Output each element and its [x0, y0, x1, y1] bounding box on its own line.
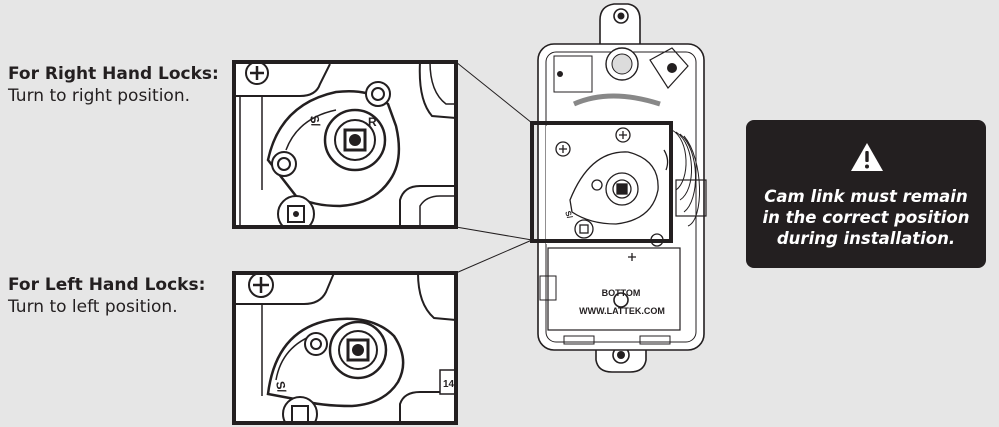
svg-text:S/: S/ [563, 210, 574, 221]
left-hand-inset-frame [232, 271, 458, 425]
left-hand-instruction: For Left Hand Locks: Turn to left positi… [8, 274, 205, 318]
right-hand-title: For Right Hand Locks: [8, 64, 219, 84]
warning-line-1: Cam link must remain [764, 187, 968, 206]
warning-message: Cam link must remain in the correct posi… [746, 186, 986, 249]
left-hand-text: Turn to left position. [8, 297, 178, 317]
website-label: WWW.LATTEK.COM [579, 306, 665, 316]
right-hand-inset-frame [232, 60, 458, 229]
left-hand-title: For Left Hand Locks: [8, 275, 206, 295]
warning-line-3: during installation. [776, 229, 956, 248]
right-hand-inset: R S/ [234, 62, 456, 227]
device-highlight-box [530, 121, 673, 243]
bottom-label: BOTTOM [602, 288, 641, 298]
warning-callout: Cam link must remain in the correct posi… [746, 120, 986, 268]
svg-text:14: 14 [443, 379, 455, 390]
right-hand-instruction: For Right Hand Locks: Turn to right posi… [8, 63, 219, 107]
svg-text:S/: S/ [307, 114, 323, 128]
svg-text:S/: S/ [273, 380, 289, 394]
left-hand-inset: S/ 14 [234, 273, 456, 423]
connector-lines [455, 61, 533, 274]
right-marker: R [368, 115, 377, 129]
warning-line-2: in the correct position [762, 208, 970, 227]
right-hand-text: Turn to right position. [8, 86, 191, 106]
device-cam-area: S/ [546, 126, 669, 261]
warning-triangle-icon [851, 143, 883, 171]
